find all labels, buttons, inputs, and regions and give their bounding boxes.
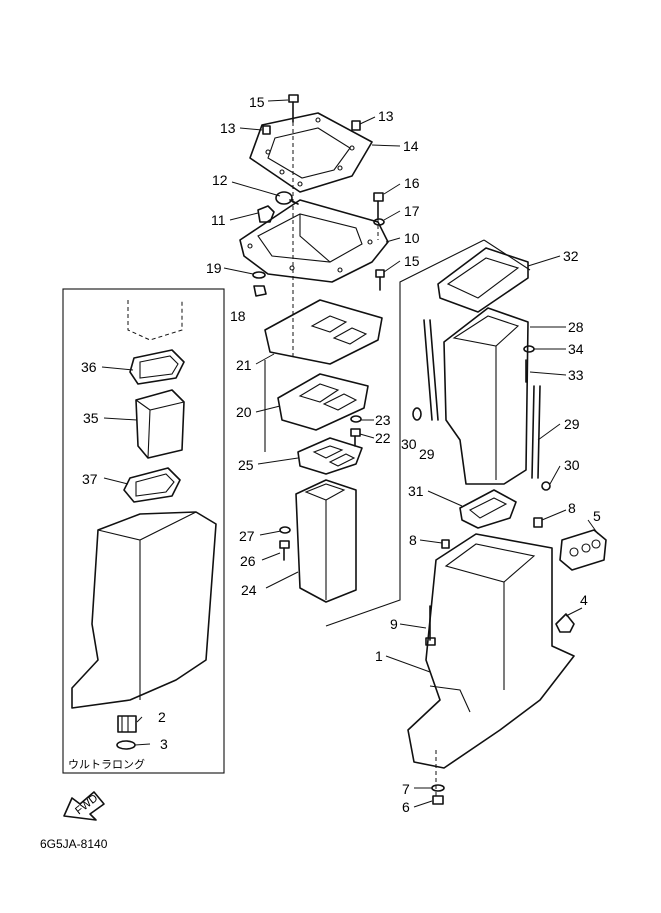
assembly-bracket-line [264, 239, 485, 627]
callout-16: 16 [404, 175, 420, 191]
dowel-8-right [533, 517, 543, 528]
callout-27: 27 [239, 528, 255, 544]
leader-lines [101, 99, 599, 808]
seal-36 [129, 349, 185, 385]
nut-18 [253, 285, 267, 297]
callout-20: 20 [236, 404, 252, 420]
callout-29: 29 [564, 416, 580, 432]
inset-upper-casing-stub [127, 300, 183, 341]
callout-26: 26 [240, 553, 256, 569]
dowel-8-left [441, 539, 450, 549]
washer-19 [252, 271, 266, 279]
plate-20 [277, 373, 369, 431]
callout-31: 31 [408, 483, 424, 499]
callout-14: 14 [403, 138, 419, 154]
callout-10: 10 [404, 230, 420, 246]
callout-8: 8 [409, 532, 417, 548]
callout-4: 4 [580, 592, 588, 608]
anode-2 [117, 715, 137, 733]
callout-34: 34 [568, 341, 584, 357]
callout-11: 11 [211, 212, 226, 228]
upper-casing-28 [443, 307, 529, 485]
bolt-22 [350, 428, 361, 447]
gasket-32 [437, 247, 529, 313]
callout-15: 15 [404, 253, 420, 269]
ultra-long-inset-frame [62, 288, 225, 774]
callout-36: 36 [81, 359, 97, 375]
sensor-12 [275, 191, 299, 205]
callout-21: 21 [236, 357, 252, 373]
callout-7: 7 [402, 781, 410, 797]
bolt-15-right [375, 269, 385, 291]
callout-2: 2 [158, 709, 166, 725]
washer-27 [279, 526, 291, 534]
seal-31 [459, 489, 517, 529]
callout-33: 33 [568, 367, 584, 383]
dowel-13-left [262, 125, 271, 135]
callout-24: 24 [241, 582, 257, 598]
callout-28: 28 [568, 319, 584, 335]
grommet-30-left [412, 407, 422, 421]
inset-lower-casing [71, 511, 217, 709]
callout-12: 12 [212, 172, 228, 188]
bolt-16 [373, 192, 384, 240]
washer-7 [431, 784, 445, 792]
oil-pan-10 [239, 199, 389, 283]
callout-32: 32 [563, 248, 579, 264]
callout-37: 37 [82, 471, 98, 487]
callout-22: 22 [375, 430, 391, 446]
callout-18: 18 [230, 308, 246, 324]
grommet-30-right [541, 481, 551, 491]
callout-labels: 15 13 13 14 12 16 11 17 10 19 15 18 32 2… [81, 94, 601, 815]
forward-direction-arrow [63, 791, 105, 821]
callout-23: 23 [375, 412, 391, 428]
cover-plate-14 [249, 112, 373, 193]
bolt-26 [279, 540, 290, 561]
callout-17: 17 [404, 203, 420, 219]
callout-8: 8 [568, 500, 576, 516]
rod-29-right [531, 385, 541, 479]
callout-25: 25 [238, 457, 254, 473]
callout-13: 13 [220, 120, 236, 136]
bolt-9 [425, 605, 436, 646]
cap-4 [555, 613, 575, 633]
gasket-21 [264, 299, 383, 365]
callout-1: 1 [375, 648, 383, 664]
diagram-code: 6G5JA-8140 [40, 837, 108, 851]
gasket-25 [297, 437, 363, 475]
callout-19: 19 [206, 260, 222, 276]
plug-11 [257, 205, 275, 223]
exhaust-pipe-24 [295, 479, 357, 603]
callout-30: 30 [401, 436, 417, 452]
washer-23 [350, 415, 362, 423]
seal-37 [123, 467, 181, 503]
callout-35: 35 [83, 410, 99, 426]
extension-35 [135, 389, 185, 459]
callout-30: 30 [564, 457, 580, 473]
ring-3 [116, 740, 136, 750]
bolt-6 [432, 795, 444, 805]
callout-9: 9 [390, 616, 398, 632]
callout-5: 5 [593, 508, 601, 524]
dowel-13-right [351, 120, 361, 131]
rod-29-left [423, 319, 439, 421]
callout-13: 13 [378, 108, 394, 124]
washer-34 [523, 345, 535, 353]
fwd-label: FWD [73, 792, 100, 817]
lower-casing-1 [407, 533, 575, 769]
callout-3: 3 [160, 736, 168, 752]
inset-caption: ウルトラロング [68, 757, 145, 771]
callout-15: 15 [249, 94, 265, 110]
callout-29: 29 [419, 446, 435, 462]
callout-6: 6 [402, 799, 410, 815]
rubber-mount-5 [559, 529, 607, 571]
